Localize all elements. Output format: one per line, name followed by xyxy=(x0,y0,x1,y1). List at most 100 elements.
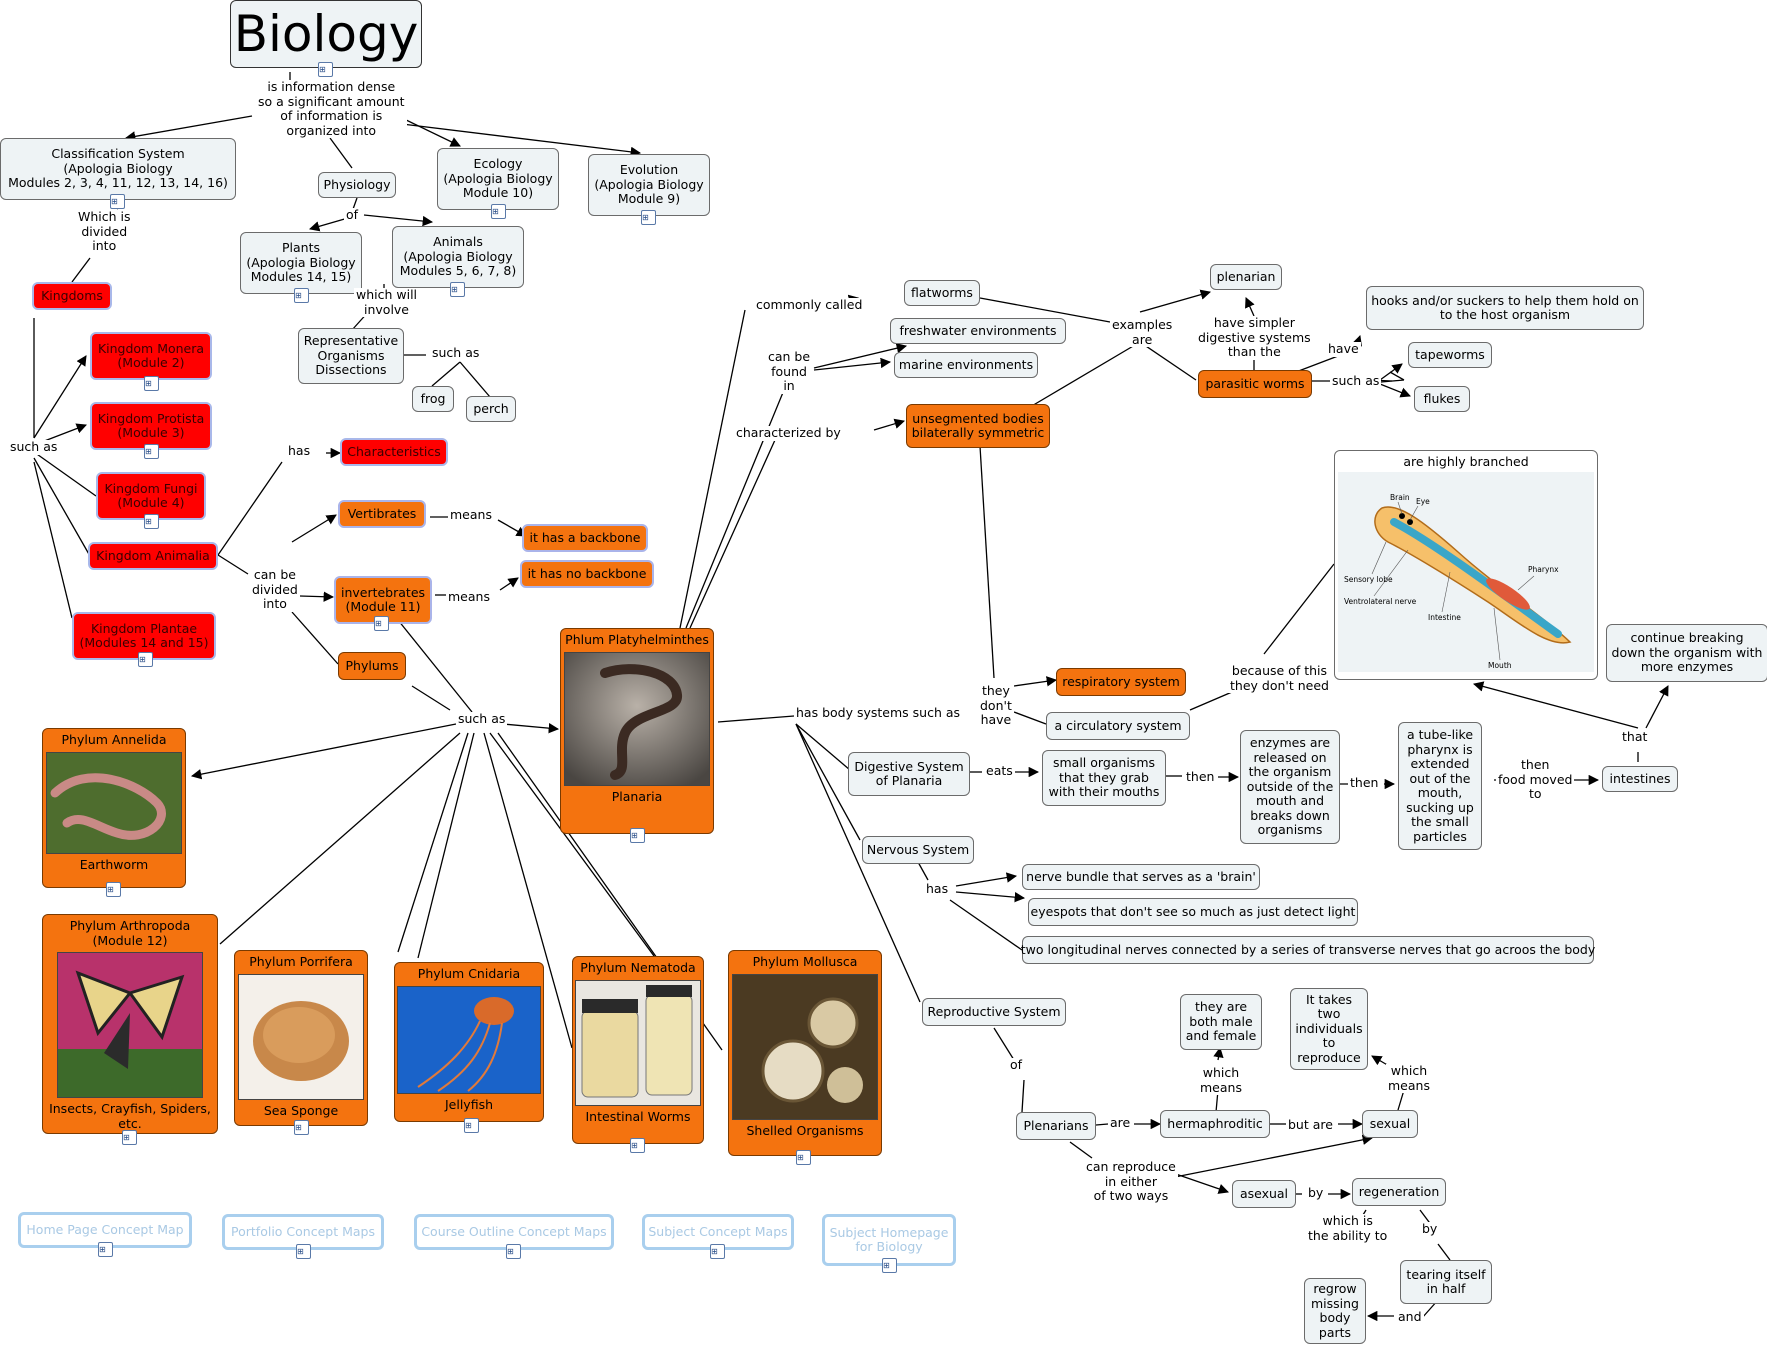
submap-icon[interactable]: ⊞ xyxy=(144,376,159,391)
submap-icon[interactable]: ⊞ xyxy=(110,194,125,209)
herma-label: hermaphroditic xyxy=(1167,1115,1263,1131)
submap-icon[interactable]: ⊞ xyxy=(144,444,159,459)
submap-icon[interactable]: ⊞ xyxy=(294,1120,309,1135)
physiology-node[interactable]: Physiology xyxy=(318,172,396,198)
submap-icon[interactable]: ⊞ xyxy=(796,1150,811,1165)
regeneration-label: regeneration xyxy=(1358,1183,1440,1199)
perch-label: perch xyxy=(473,400,509,416)
plenarians-node[interactable]: Plenarians xyxy=(1016,1112,1096,1140)
submap-icon[interactable]: ⊞ xyxy=(491,204,506,219)
nerve-bundle-node[interactable]: nerve bundle that serves as a 'brain' xyxy=(1022,864,1260,890)
regeneration-node[interactable]: regeneration xyxy=(1352,1178,1446,1206)
sponge-photo xyxy=(238,973,364,1100)
nav-portfolio-maps[interactable]: Portfolio Concept Maps xyxy=(222,1214,384,1250)
hermaphroditic-node[interactable]: hermaphroditic xyxy=(1160,1110,1270,1138)
nervous-system-node[interactable]: Nervous System xyxy=(862,836,974,864)
marine-node[interactable]: marine environments xyxy=(894,352,1038,378)
kingdom-monera-node[interactable]: Kingdom Monera(Module 2) xyxy=(90,332,212,380)
characteristics-node[interactable]: Characteristics xyxy=(340,438,448,466)
no-backbone-node[interactable]: it has no backbone xyxy=(520,560,654,588)
freshwater-node[interactable]: freshwater environments xyxy=(890,318,1066,344)
platyhelminthes-node[interactable]: Phlum Platyhelminthes Planaria xyxy=(560,628,714,834)
submap-icon[interactable]: ⊞ xyxy=(106,882,121,897)
longitudinal-nerves-node[interactable]: two longitudinal nerves connected by a s… xyxy=(1021,936,1595,964)
intestines-node[interactable]: intestines xyxy=(1602,766,1678,792)
kingdom-fungi-node[interactable]: Kingdom Fungi(Module 4) xyxy=(96,472,206,520)
mollusca-node[interactable]: Phylum Mollusca Shelled Organisms xyxy=(728,950,882,1156)
submap-icon[interactable]: ⊞ xyxy=(630,1138,645,1153)
submap-icon[interactable]: ⊞ xyxy=(641,210,656,225)
submap-icon[interactable]: ⊞ xyxy=(506,1244,521,1259)
submap-icon[interactable]: ⊞ xyxy=(144,514,159,529)
cnidaria-node[interactable]: Phylum Cnidaria Jellyfish xyxy=(394,962,544,1122)
flukes-node[interactable]: flukes xyxy=(1414,386,1470,412)
submap-icon[interactable]: ⊞ xyxy=(296,1244,311,1259)
link-such-as-parasitic: such as xyxy=(1330,373,1382,389)
submap-icon[interactable]: ⊞ xyxy=(450,282,465,297)
sexual-node[interactable]: sexual xyxy=(1362,1110,1418,1138)
biology-title[interactable]: Biology xyxy=(230,0,422,68)
submap-icon[interactable]: ⊞ xyxy=(464,1118,479,1133)
flatworms-node[interactable]: flatworms xyxy=(904,280,980,306)
hooks-node[interactable]: hooks and/or suckers to help them hold o… xyxy=(1366,286,1644,330)
kingdoms-node[interactable]: Kingdoms xyxy=(32,282,112,310)
arthropoda-node[interactable]: Phylum Arthropoda(Module 12) Insects, Cr… xyxy=(42,914,218,1134)
submap-icon[interactable]: ⊞ xyxy=(710,1244,725,1259)
respiratory-system-node[interactable]: respiratory system xyxy=(1056,668,1186,696)
submap-icon[interactable]: ⊞ xyxy=(374,616,389,631)
porrifera-node[interactable]: Phylum Porrifera Sea Sponge xyxy=(234,950,368,1126)
jellyfish-label: Jellyfish xyxy=(444,1096,494,1112)
reproductive-system-node[interactable]: Reproductive System xyxy=(922,998,1066,1026)
frog-node[interactable]: frog xyxy=(412,386,454,412)
submap-icon[interactable]: ⊞ xyxy=(294,288,309,303)
asexual-node[interactable]: asexual xyxy=(1232,1180,1296,1208)
submap-icon[interactable]: ⊞ xyxy=(138,652,153,667)
circulatory-system-node[interactable]: a circulatory system xyxy=(1046,712,1190,740)
annelida-node[interactable]: Phylum Annelida Earthworm xyxy=(42,728,186,888)
branched-diagram-node[interactable]: are highly branched Brain Eye Sensory lo… xyxy=(1334,450,1598,680)
submap-icon[interactable]: ⊞ xyxy=(630,828,645,843)
submap-icon[interactable]: ⊞ xyxy=(98,1242,113,1257)
submap-icon[interactable]: ⊞ xyxy=(882,1258,897,1273)
submap-icon[interactable]: ⊞ xyxy=(122,1130,137,1145)
tapeworms-node[interactable]: tapeworms xyxy=(1408,342,1492,368)
backbone-node[interactable]: it has a backbone xyxy=(522,524,648,552)
nematoda-node[interactable]: Phylum Nematoda Intestinal Worms xyxy=(572,956,704,1144)
platy-label: Phlum Platyhelminthes xyxy=(565,632,709,647)
kingdom-protista-node[interactable]: Kingdom Protista(Module 3) xyxy=(90,402,212,450)
perch-node[interactable]: perch xyxy=(466,396,516,422)
planaria-photo xyxy=(564,651,710,786)
parasitic-worms-node[interactable]: parasitic worms xyxy=(1198,370,1312,398)
kingdom-plantae-node[interactable]: Kingdom Plantae(Modules 14 and 15) xyxy=(72,612,216,660)
eyespots-node[interactable]: eyespots that don't see so much as just … xyxy=(1028,898,1358,926)
link-have: have xyxy=(1326,341,1361,357)
vertibrates-node[interactable]: Vertibrates xyxy=(338,500,426,528)
plenarian-node[interactable]: plenarian xyxy=(1210,264,1282,290)
invertebrates-node[interactable]: invertebrates(Module 11) xyxy=(334,576,432,624)
submap-icon[interactable]: ⊞ xyxy=(318,62,333,77)
phylums-node[interactable]: Phylums xyxy=(338,652,406,680)
kingdom-animalia-node[interactable]: Kingdom Animalia xyxy=(88,542,218,570)
